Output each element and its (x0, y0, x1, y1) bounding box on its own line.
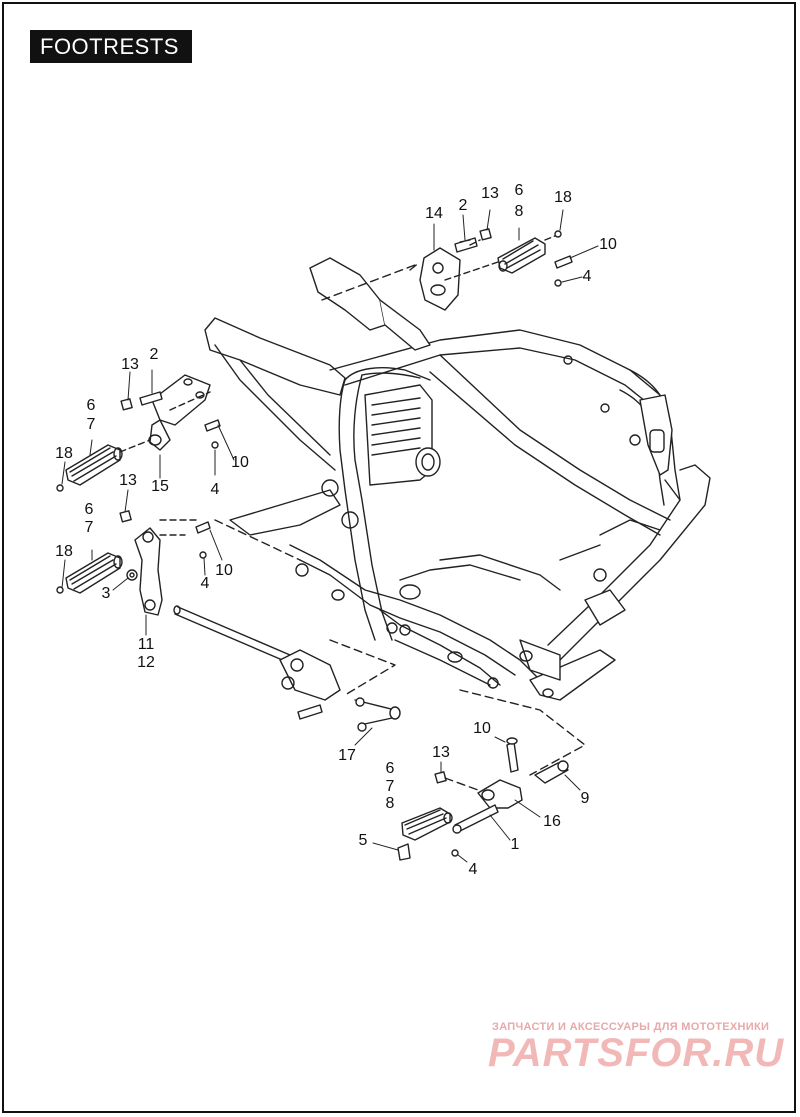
callout-2: 2 (458, 197, 468, 214)
callout-7: 7 (86, 416, 96, 433)
callout-4: 4 (582, 268, 592, 285)
callout-10: 10 (231, 454, 249, 471)
callout-3: 3 (101, 585, 111, 602)
callout-16: 16 (543, 813, 561, 830)
callout-10: 10 (215, 562, 233, 579)
motorcycle-frame (204, 257, 711, 701)
callout-10: 10 (599, 236, 617, 253)
callout-8: 8 (514, 203, 524, 220)
callout-6: 6 (84, 501, 94, 518)
callout-9: 9 (580, 790, 590, 807)
callout-15: 15 (151, 478, 169, 495)
watermark-brand-logo: PARTSFOR.RU (488, 1031, 785, 1075)
page-title: FOOTRESTS (30, 30, 192, 63)
callout-13: 13 (121, 356, 139, 373)
callout-7: 7 (385, 778, 395, 795)
callout-4: 4 (200, 575, 210, 592)
callout-18: 18 (55, 543, 73, 560)
callout-18: 18 (554, 189, 572, 206)
watermark-tagline: ЗАПЧАСТИ И АКСЕССУАРЫ ДЛЯ МОТОТЕХНИКИ (492, 1021, 770, 1033)
callout-10: 10 (473, 720, 491, 737)
left-footrest-assembly-2 (56, 510, 401, 732)
callout-6: 6 (385, 760, 395, 777)
callout-7: 7 (84, 519, 94, 536)
callout-2: 2 (149, 346, 159, 363)
callout-5: 5 (358, 832, 368, 849)
callout-6: 6 (86, 397, 96, 414)
top-footrest-assembly (321, 228, 573, 311)
callout-18: 18 (55, 445, 73, 462)
callout-1: 1 (510, 836, 520, 853)
callout-8: 8 (385, 795, 395, 812)
bottom-footrest-assembly (397, 689, 586, 861)
callout-17: 17 (338, 747, 356, 764)
callout-14: 14 (425, 205, 443, 222)
callout-13: 13 (432, 744, 450, 761)
leader-lines (61, 209, 599, 863)
callout-12: 12 (137, 654, 155, 671)
callout-13: 13 (481, 185, 499, 202)
callout-11: 11 (137, 636, 155, 653)
callout-4: 4 (468, 861, 478, 878)
callout-4: 4 (210, 481, 220, 498)
callout-6: 6 (514, 182, 524, 199)
left-footrest-assembly-1 (56, 374, 221, 492)
callout-13: 13 (119, 472, 137, 489)
